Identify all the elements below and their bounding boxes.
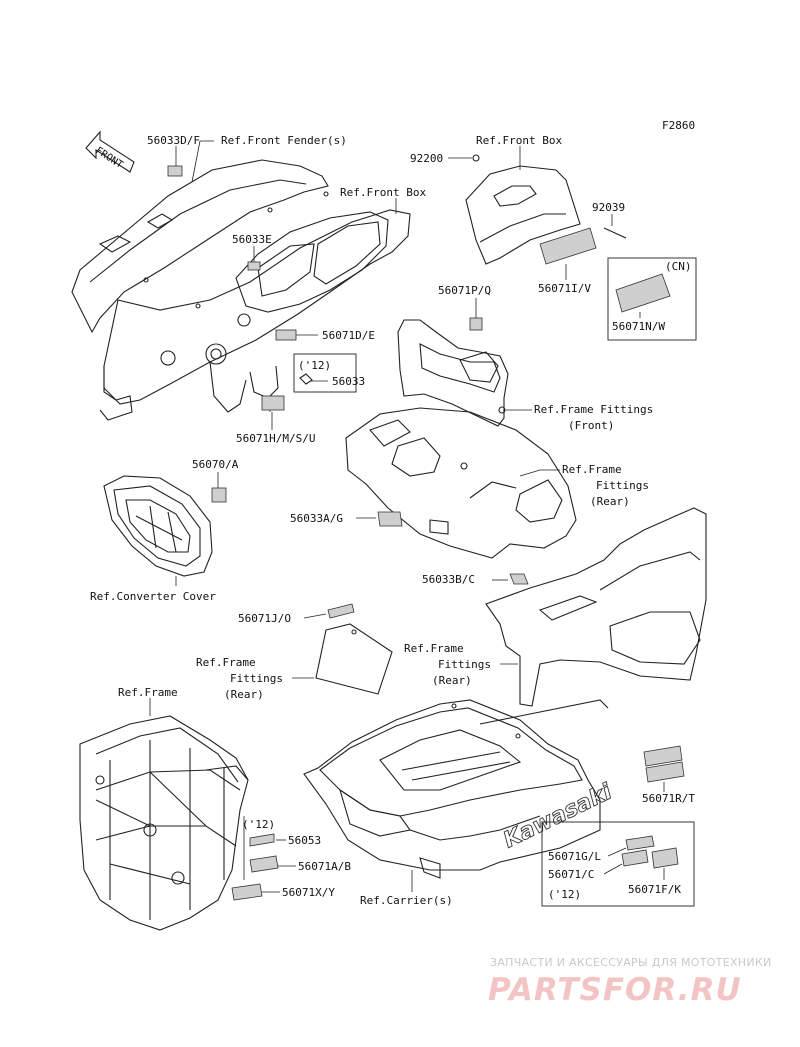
cargo-bed — [303, 699, 609, 879]
decal-56033a-g — [377, 511, 403, 527]
label-56070-a: 56070/A — [192, 458, 239, 471]
decal-56071n-w — [615, 273, 671, 313]
decal-56071r-t-2 — [645, 761, 685, 783]
center-frame-fitting — [345, 407, 577, 559]
label-ref-frame-fittings-rear-a2: Fittings — [596, 479, 649, 492]
label-year-12-c: ('12) — [548, 888, 581, 901]
label-56071h-m-s-u: 56071H/M/S/U — [236, 432, 315, 445]
decal-56071r-t-1 — [643, 745, 683, 767]
decal-56071f-k — [651, 847, 679, 869]
decal-56033b-c — [509, 573, 529, 585]
diagram-code: F2860 — [662, 119, 695, 132]
decal-56071-c — [621, 849, 649, 867]
decal-56033d-f — [167, 165, 183, 177]
label-56071x-y: 56071X/Y — [282, 886, 335, 899]
label-56071f-k: 56071F/K — [628, 883, 681, 896]
label-ref-frame-fittings-rear-c3: (Rear) — [432, 674, 472, 687]
front-box-lid — [465, 165, 581, 265]
decal-56071d-e — [275, 329, 297, 341]
decal-56053 — [249, 833, 275, 847]
label-ref-front-box-right: Ref.Front Box — [476, 134, 562, 147]
year-12-box-a — [293, 353, 357, 393]
label-year-12-a: ('12) — [298, 359, 331, 372]
front-arrow-icon: FRONT — [85, 130, 135, 173]
label-ref-frame-fittings-rear-b3: (Rear) — [224, 688, 264, 701]
label-year-12-b: ('12) — [242, 818, 275, 831]
label-ref-frame-fittings-rear-b1: Ref.Frame — [196, 656, 256, 669]
label-56033e: 56033E — [232, 233, 272, 246]
converter-cover — [103, 475, 213, 577]
label-56071g-l: 56071G/L — [548, 850, 601, 863]
label-56071p-q: 56071P/Q — [438, 284, 491, 297]
label-ref-converter-cover: Ref.Converter Cover — [90, 590, 216, 603]
label-56071r-t: 56071R/T — [642, 792, 695, 805]
label-ref-frame: Ref.Frame — [118, 686, 178, 699]
label-ref-frame-fittings-rear-c2: Fittings — [438, 658, 491, 671]
decal-56071p-q — [469, 317, 483, 331]
label-56033d-f: 56033D/F — [147, 134, 200, 147]
cn-box — [607, 257, 697, 341]
label-ref-frame-fittings-rear-b2: Fittings — [230, 672, 283, 685]
label-56071j-o: 56071J/O — [238, 612, 291, 625]
label-ref-frame-fittings-rear-a1: Ref.Frame — [562, 463, 622, 476]
label-56033: 56033 — [332, 375, 365, 388]
label-ref-frame-fittings-rear-c1: Ref.Frame — [404, 642, 464, 655]
rear-frame-fittings — [485, 507, 707, 707]
year-12-box-c — [541, 821, 695, 907]
rear-panel — [315, 623, 393, 695]
decal-56071i-v — [539, 227, 597, 265]
washer-92200 — [472, 154, 480, 162]
decal-56071a-b — [249, 855, 279, 873]
front-frame-fittings — [397, 319, 509, 427]
label-56033b-c: 56033B/C — [422, 573, 475, 586]
decal-56071g-l — [625, 835, 655, 851]
decal-56071x-y — [231, 883, 263, 901]
label-ref-front-fender: Ref.Front Fender(s) — [221, 134, 347, 147]
label-ref-front-box-left: Ref.Front Box — [340, 186, 426, 199]
label-ref-frame-fittings-front-2: (Front) — [568, 419, 614, 432]
clip-56033 — [299, 373, 313, 385]
label-56071a-b: 56071A/B — [298, 860, 351, 873]
label-92039: 92039 — [592, 201, 625, 214]
pin-92039 — [603, 227, 627, 239]
label-56071d-e: 56071D/E — [322, 329, 375, 342]
label-56053: 56053 — [288, 834, 321, 847]
decal-56033e — [247, 261, 261, 271]
watermark-tagline: ЗАПЧАСТИ И АКСЕССУАРЫ ДЛЯ МОТОТЕХНИКИ — [490, 956, 772, 969]
label-ref-carriers: Ref.Carrier(s) — [360, 894, 453, 907]
label-56071-c: 56071/C — [548, 868, 594, 881]
decal-56070-a — [211, 487, 227, 503]
label-56071i-v: 56071I/V — [538, 282, 591, 295]
label-56071n-w: 56071N/W — [612, 320, 665, 333]
decal-56071h-m-s-u — [261, 395, 285, 411]
label-cn: (CN) — [665, 260, 692, 273]
label-ref-frame-fittings-rear-a3: (Rear) — [590, 495, 630, 508]
label-56033a-g: 56033A/G — [290, 512, 343, 525]
label-92200: 92200 — [410, 152, 443, 165]
frame — [79, 715, 249, 931]
decal-56071j-o — [327, 603, 355, 619]
label-ref-frame-fittings-front-1: Ref.Frame Fittings — [534, 403, 653, 416]
watermark-site: PARTSFOR.RU — [488, 972, 742, 1008]
